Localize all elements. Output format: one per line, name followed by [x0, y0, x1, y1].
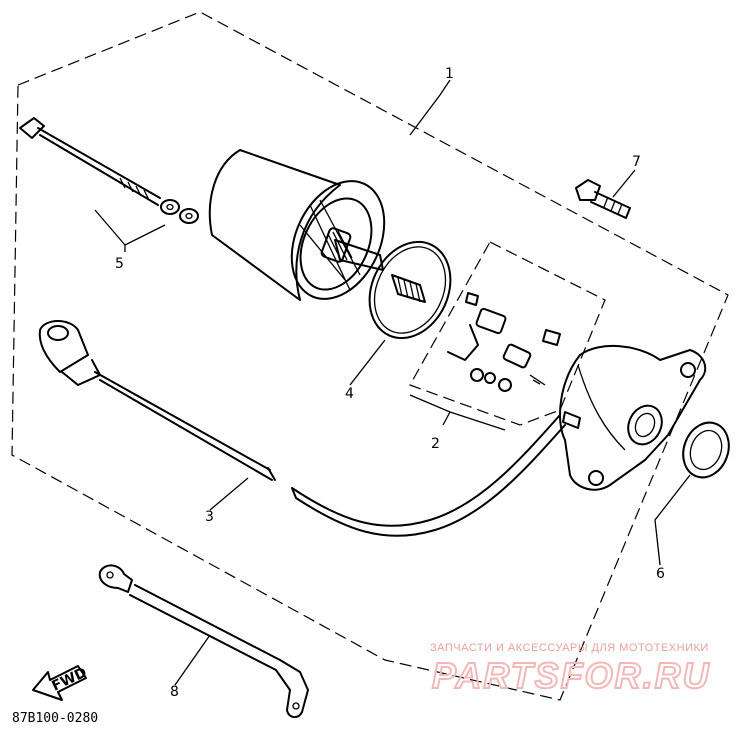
oil-seal — [682, 421, 730, 479]
brush-set — [409, 241, 606, 426]
leader-line-8 — [174, 634, 211, 686]
callout-5: 5 — [115, 256, 124, 272]
lead-wire — [38, 320, 566, 537]
fwd-label: FWD — [49, 665, 89, 695]
through-bolt-with-washers — [19, 117, 199, 224]
callout-1: 1 — [445, 66, 454, 82]
leader-line-6 — [654, 474, 691, 566]
watermark-logo: PARTSFOR.RU — [432, 655, 711, 696]
leader-line-1 — [409, 79, 451, 136]
callout-4: 4 — [345, 386, 354, 402]
end-cover — [559, 344, 707, 491]
leader-line-7 — [612, 169, 636, 198]
callout-7: 7 — [632, 154, 641, 170]
o-ring — [368, 240, 452, 340]
callout-8: 8 — [170, 684, 179, 700]
leader-line-4 — [349, 339, 386, 386]
watermark-caption: ЗАПЧАСТИ И АКСЕССУАРЫ ДЛЯ МОТОТЕХНИКИ — [430, 642, 709, 654]
diagram-code: 87B100-0280 — [12, 711, 98, 726]
mounting-bolt — [575, 179, 631, 219]
callout-bracket-2 — [409, 394, 506, 431]
starter-motor-body — [208, 149, 386, 301]
callout-2: 2 — [431, 436, 440, 452]
callout-3: 3 — [205, 509, 214, 525]
assembly-boundary-outline — [11, 11, 729, 701]
callout-bracket-5 — [94, 209, 166, 252]
fwd-arrow-marker: FWD — [32, 665, 89, 701]
battery-cable — [98, 564, 309, 718]
callout-6: 6 — [656, 566, 665, 582]
leader-line-3 — [209, 477, 249, 511]
